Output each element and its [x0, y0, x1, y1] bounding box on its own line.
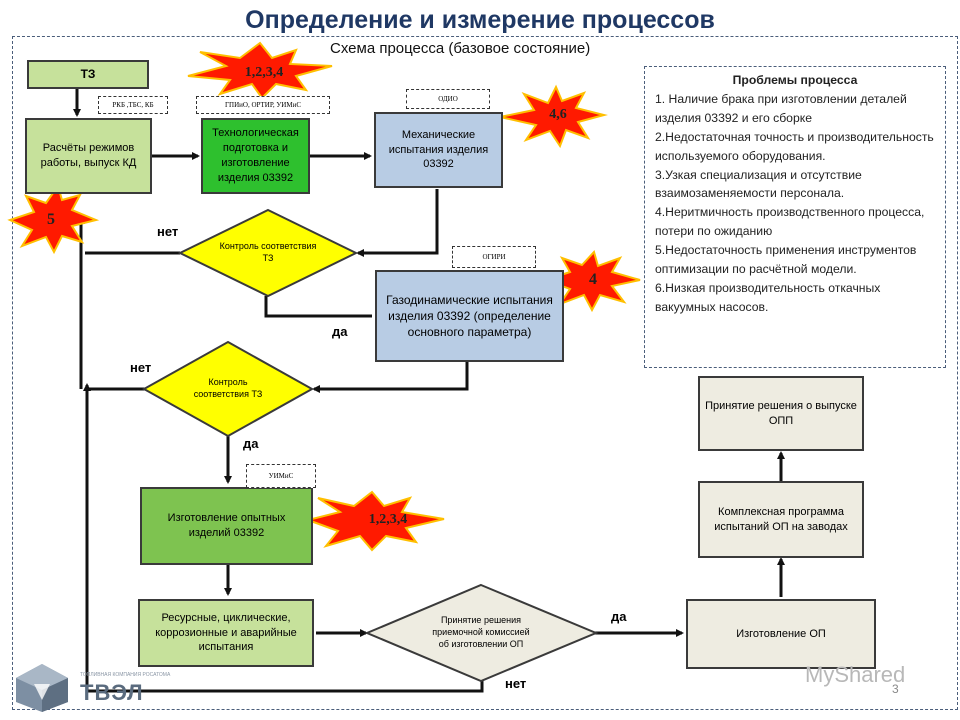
resource-box: Ресурсные, циклические, коррозионные и а…: [138, 599, 314, 667]
problem-item: 6.Низкая производительность откачных вак…: [655, 280, 881, 314]
problems-panel: Проблемы процесса 1. Наличие брака при и…: [644, 66, 946, 368]
burst-5: 1,2,3,4: [368, 512, 408, 527]
burst-1: 1,2,3,4: [244, 65, 284, 80]
label-yes-1: да: [332, 324, 348, 339]
check1-label: Контроль соответствия ТЗ: [219, 241, 317, 263]
burst-shape-4: [543, 250, 641, 313]
page-number: 3: [892, 682, 899, 696]
problem-item: 2.Недостаточная точность и производитель…: [655, 129, 934, 163]
tag-odio: ОДИО: [406, 89, 490, 109]
burst-shape-3: [7, 183, 100, 255]
logo-caption: ТОПЛИВНАЯ КОМПАНИЯ РОСАТОМА: [80, 672, 171, 678]
burst-shape-2: [499, 84, 608, 149]
op-box: Изготовление ОП: [686, 599, 876, 669]
label-no-1: нет: [157, 224, 179, 239]
tag-ogiri: ОГИРИ: [452, 246, 536, 268]
tag-uimis: УИМиС: [246, 464, 316, 488]
tag-gpio: ГПИиО, ОРТИР, УИМиС: [196, 96, 330, 114]
label-no-2: нет: [130, 360, 152, 375]
calc-box: Расчёты режимов работы, выпуск КД: [25, 118, 152, 194]
diamond-commission: [364, 583, 599, 683]
tag-rkb: РКБ ,ТБС, КБ: [98, 96, 168, 114]
problem-item: 1. Наличие брака при изготовлении детале…: [655, 91, 907, 125]
problem-item: 4.Неритмичность производственного процес…: [655, 205, 925, 239]
tvel-logo-icon: [16, 664, 68, 712]
diagram-subtitle: Схема процесса (базовое состояние): [330, 40, 591, 57]
decision-box: Принятие решения о выпуске ОПП: [698, 376, 864, 451]
logo-text: ТВЭЛ: [80, 680, 144, 705]
burst-4: 4: [589, 271, 597, 288]
arrow-check1-yes-gas: [264, 296, 372, 318]
problem-item: 3.Узкая специализация и отсутствие взаим…: [655, 167, 862, 201]
diamond-check2: [141, 340, 315, 438]
commission-label: Принятие решения приемочной комиссией об…: [432, 615, 530, 649]
tz-box: ТЗ: [27, 60, 149, 89]
problem-item: 5.Недостаточность применения инструменто…: [655, 243, 917, 277]
mech-box: Механические испытания изделия 03392: [374, 112, 503, 188]
problems-heading: Проблемы процесса: [732, 73, 858, 87]
complex-box: Комплексная программа испытаний ОП на за…: [698, 481, 864, 558]
burst-3: 5: [47, 211, 55, 228]
arrow-gas-check2: [312, 362, 469, 393]
page-title: Определение и измерение процессов: [245, 6, 715, 34]
label-yes-2: да: [243, 436, 259, 451]
diagram-frame: [12, 36, 958, 710]
label-yes-3: да: [611, 609, 627, 624]
label-no-3: нет: [505, 676, 527, 691]
tech-box: Технологическая подготовка и изготовлени…: [201, 118, 310, 194]
burst-shape-5: [304, 490, 445, 552]
watermark: MyShared: [805, 662, 906, 687]
gas-box: Газодинамические испытания изделия 03392…: [375, 270, 564, 362]
manuf-box: Изготовление опытных изделий 03392: [140, 487, 313, 565]
check2-label: Контроль соответствия ТЗ: [193, 377, 263, 399]
arrow-mech-check1: [356, 189, 439, 257]
diamond-check1: [177, 208, 359, 298]
burst-2: 4,6: [549, 107, 567, 122]
